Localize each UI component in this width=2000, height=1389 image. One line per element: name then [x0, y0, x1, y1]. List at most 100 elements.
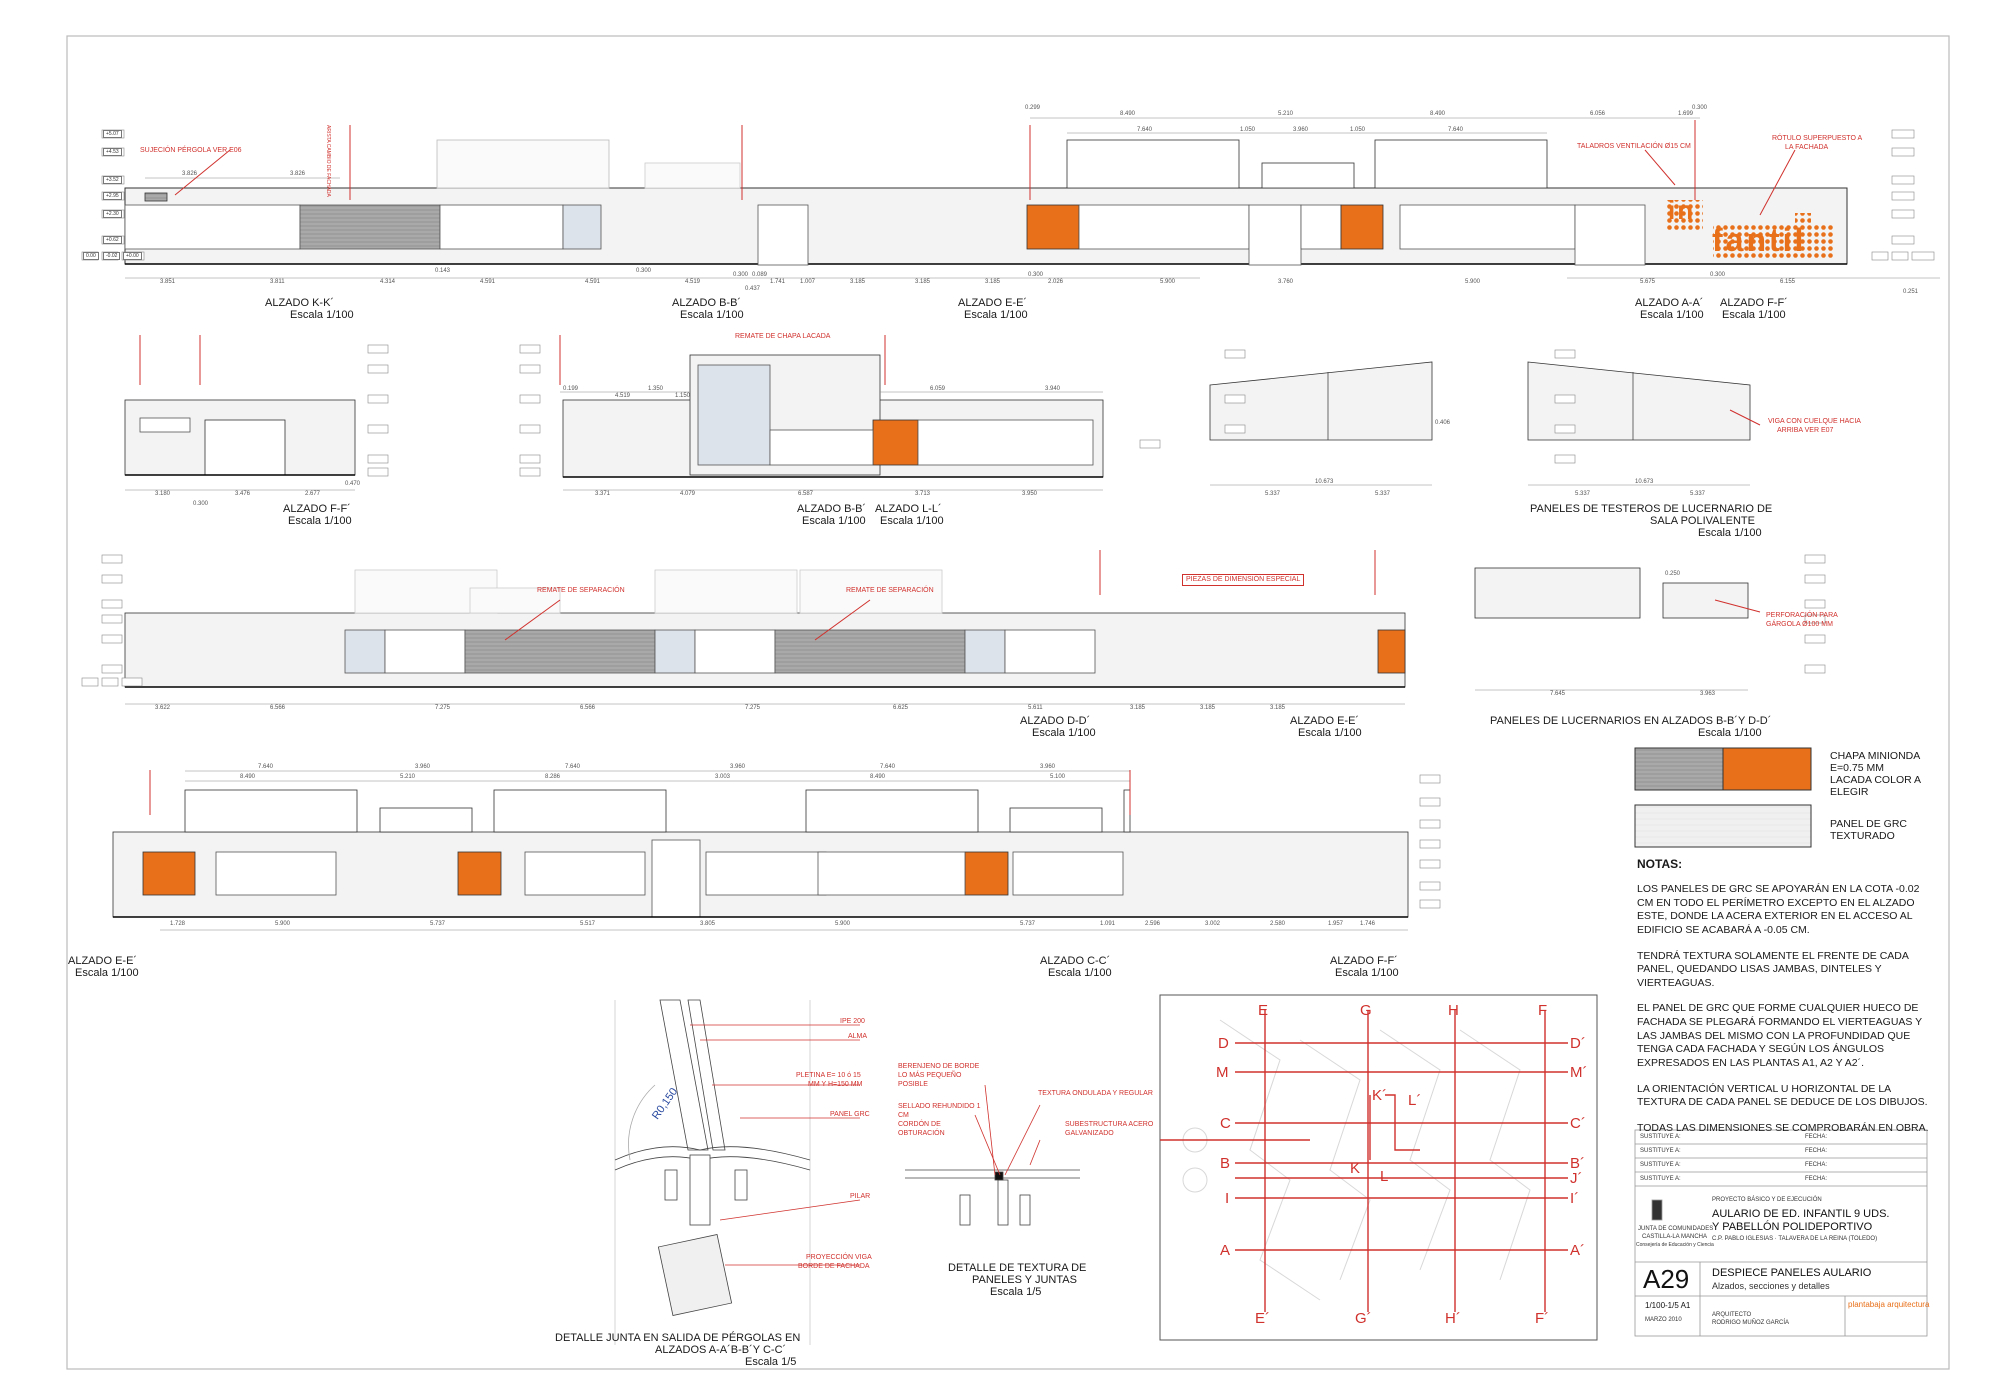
- dim-row4-b7: 5.737: [1020, 921, 1036, 927]
- scale-alzado-ee-top: Escala 1/100: [964, 309, 1028, 321]
- level-marker: +2.30: [103, 210, 122, 218]
- scale-alzado-ee-bot: Escala 1/100: [75, 967, 139, 979]
- dim-row3-6: 6.625: [893, 705, 909, 711]
- key-label: C´: [1570, 1115, 1586, 1132]
- note-remate-chapa: REMATE DE CHAPA LACADA: [735, 333, 831, 340]
- level-marker: -0.02: [103, 252, 121, 260]
- note-piezas: PIEZAS DE DIMENSIÓN ESPECIAL: [1182, 574, 1305, 587]
- dim-row4-top2-5: 8.490: [870, 774, 886, 780]
- dim-row3-7: 5.611: [1028, 705, 1043, 711]
- note-remate-sep-2: REMATE DE SEPARACIÓN: [846, 587, 934, 594]
- dim-row1-a: 0.299: [1025, 105, 1041, 111]
- legend-grc-1: PANEL DE GRC: [1830, 818, 1908, 830]
- tb-sustituye-1: SUSTITUYE A:: [1640, 1134, 1681, 1140]
- level-marker: +4.53: [103, 148, 122, 156]
- detail-textura-label-7: OBTURACIÓN: [898, 1130, 945, 1137]
- sign-fantil: fantil: [1712, 222, 1807, 258]
- legend-chapa-2: E=0.75 MM: [1830, 762, 1884, 774]
- dim-row4-b13: 1.746: [1360, 921, 1376, 927]
- level-marker: +0.00: [123, 252, 142, 260]
- level-marker: +2.95: [103, 192, 122, 200]
- dim-ee-b4: 5.900: [1465, 279, 1481, 285]
- dim-ff-4: 0.300: [193, 501, 209, 507]
- detail-pergola-label-6: PILAR: [850, 1193, 871, 1200]
- dim-ff-2: 3.476: [235, 491, 251, 497]
- dim-bb-3: 6.587: [798, 491, 814, 497]
- note-perforacion-1: PERFORACIÓN PARA: [1766, 612, 1838, 619]
- dim-row1-g: 0.300: [1692, 105, 1708, 111]
- dim-bb-b2: 1.007: [800, 279, 816, 285]
- level-marker: 0.00: [83, 252, 99, 260]
- key-label: F: [1538, 1002, 1548, 1019]
- dim-row4-b9: 2.596: [1145, 921, 1161, 927]
- tb-fecha-3: FECHA:: [1805, 1162, 1828, 1168]
- title-testeros-1: PANELES DE TESTEROS DE LUCERNARIO DE: [1530, 503, 1773, 515]
- tb-org-2: CASTILLA-LA MANCHA: [1642, 1234, 1708, 1240]
- dim-ff-3: 2.677: [305, 491, 321, 497]
- tb-date: MARZO 2010: [1645, 1317, 1682, 1323]
- tb-fecha-4: FECHA:: [1805, 1176, 1828, 1182]
- key-label: I´: [1570, 1190, 1580, 1207]
- tb-sustituye-2: SUSTITUYE A:: [1640, 1148, 1681, 1154]
- tb-fecha-1: FECHA:: [1805, 1134, 1828, 1140]
- dim-row1-d: 8.490: [1430, 111, 1446, 117]
- dim-row4-b1: 1.728: [170, 921, 186, 927]
- dim-bb-8: 1.150: [675, 393, 691, 399]
- dim-misc-3: 0.300: [733, 272, 749, 278]
- note-3: EL PANEL DE GRC QUE FORME CUALQUIER HUEC…: [1637, 1002, 1922, 1070]
- dim-row2-b: 1.050: [1240, 127, 1256, 133]
- key-label: J´: [1570, 1170, 1583, 1187]
- dim-misc-6: 0.300: [1028, 272, 1044, 278]
- note-pergola: SUJECIÓN PÉRGOLA VER E06: [140, 147, 242, 154]
- detail-textura-label-5: CM: [898, 1112, 909, 1119]
- dim-row4-top2-1: 8.490: [240, 774, 256, 780]
- dim-bb-b3: 3.185: [850, 279, 866, 285]
- detail-textura-label-3: POSIBLE: [898, 1081, 928, 1088]
- dim-kk-b1: 3.851: [160, 279, 176, 285]
- key-label: E: [1258, 1002, 1269, 1019]
- level-marker: +5.07: [103, 130, 122, 138]
- key-label: B: [1220, 1155, 1231, 1172]
- note-rotulo-1: RÓTULO SUPERPUESTO A: [1772, 135, 1863, 142]
- dim-row2-e: 7.640: [1448, 127, 1464, 133]
- dim-row3-2: 6.566: [270, 705, 286, 711]
- dim-bb-9: 6.059: [930, 386, 946, 392]
- elevation-row-1: [81, 117, 1940, 279]
- key-label: I: [1225, 1190, 1230, 1207]
- detail-textura-label-2: LO MÁS PEQUEÑO: [898, 1072, 962, 1079]
- dim-bb-1: 3.371: [595, 491, 611, 497]
- dim-row1-f: 1.699: [1678, 111, 1694, 117]
- title-alzado-aa: ALZADO A-A´: [1635, 297, 1704, 309]
- dim-row4-top2-3: 8.286: [545, 774, 561, 780]
- detail-pergola-label-8: BORDE DE FACHADA: [798, 1263, 870, 1270]
- dim-bb-5: 3.950: [1022, 491, 1038, 497]
- dim-row2-a: 7.640: [1137, 127, 1153, 133]
- dim-row4-b2: 5.900: [275, 921, 291, 927]
- key-label: H´: [1445, 1310, 1461, 1327]
- dim-row4-top-4: 3.960: [730, 764, 746, 770]
- dim-row3-5: 7.275: [745, 705, 761, 711]
- note-5: TODAS LAS DIMENSIONES SE COMPROBARÁN EN …: [1637, 1121, 1929, 1134]
- note-viga-1: VIGA CON CUELQUE HACIA: [1768, 418, 1861, 425]
- scale-lucernarios: Escala 1/100: [1698, 727, 1762, 739]
- dim-row4-b10: 3.002: [1205, 921, 1221, 927]
- dim-row4-top-5: 7.640: [880, 764, 896, 770]
- key-label: G´: [1355, 1310, 1372, 1327]
- dim-row3-3: 7.275: [435, 705, 451, 711]
- legend-chapa-3: LACADA COLOR A: [1830, 774, 1922, 786]
- detail-textura-title-2: PANELES Y JUNTAS: [972, 1274, 1077, 1286]
- note-1: LOS PANELES DE GRC SE APOYARÁN EN LA COT…: [1637, 883, 1920, 936]
- detail-pergola-title-2: ALZADOS A-A´B-B´Y C-C´: [655, 1344, 787, 1356]
- title-alzado-ff-top: ALZADO F-F´: [1720, 297, 1788, 309]
- key-plan-drawing: [1159, 994, 1598, 1341]
- dim-row2-c: 3.960: [1293, 127, 1309, 133]
- title-alzado-ee-top: ALZADO E-E´: [958, 297, 1028, 309]
- dim-row3-4: 6.566: [580, 705, 596, 711]
- dim-bb-2: 4.079: [680, 491, 696, 497]
- note-arista: ARISTA CAMBIO DE FACHADA: [325, 125, 331, 197]
- detail-pergola-label-5: PANEL GRC: [830, 1111, 870, 1118]
- dim-bb-6: 4.519: [615, 393, 631, 399]
- detail-pergola-scale: Escala 1/5: [745, 1356, 797, 1368]
- detail-textura-label-6: CORDÓN DE: [898, 1121, 941, 1128]
- scale-alzado-ee-mid: Escala 1/100: [1298, 727, 1362, 739]
